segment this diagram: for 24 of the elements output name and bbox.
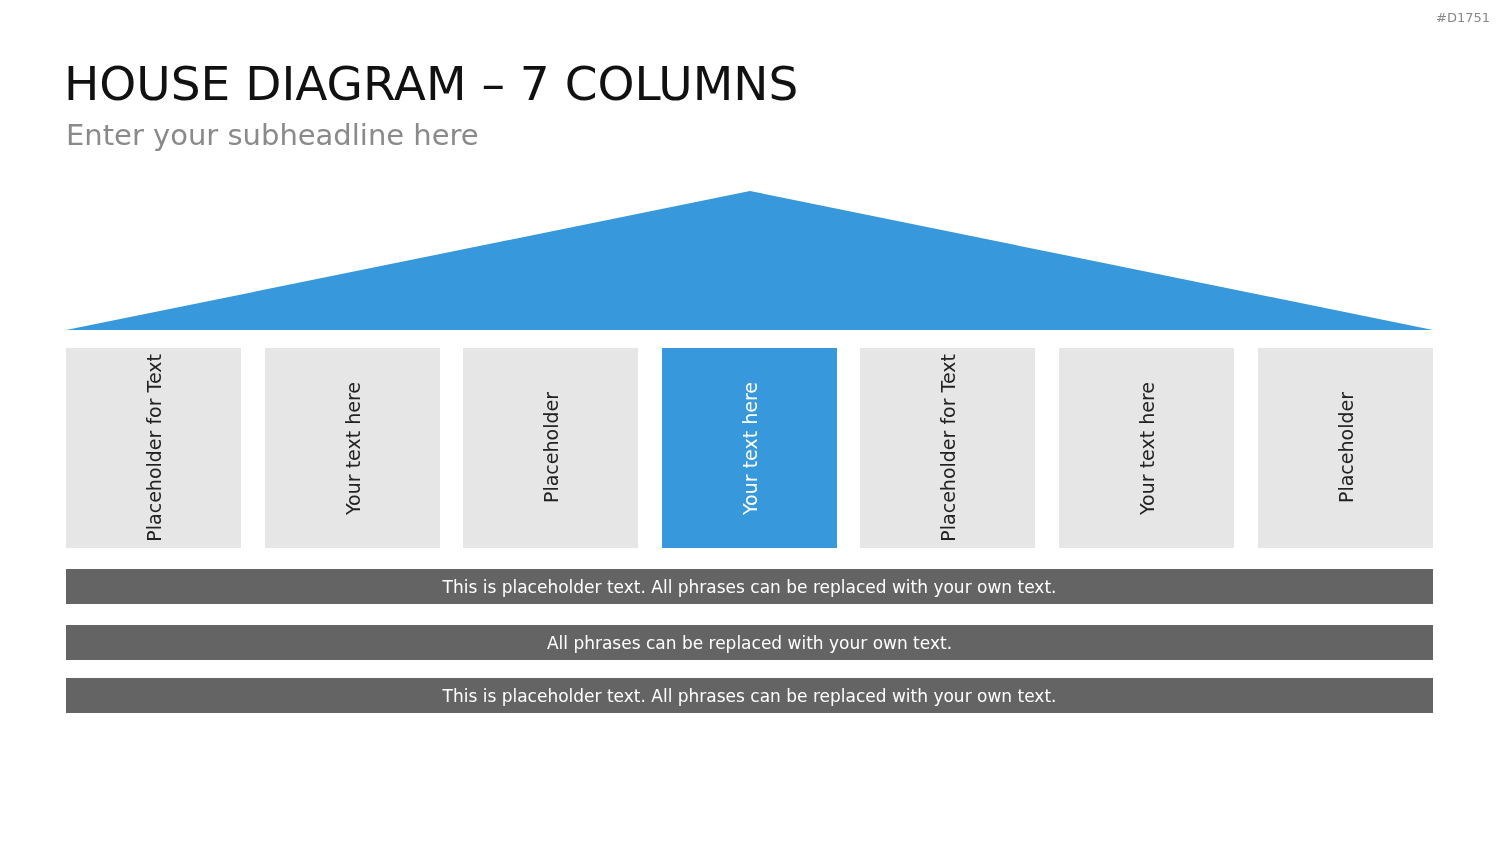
bar-text: This is placeholder text. All phrases can be replaced with your own text. [442, 685, 1057, 706]
column-box [1059, 348, 1234, 548]
roof-triangle [66, 191, 1433, 330]
text-bar [66, 678, 1433, 713]
column-box [66, 348, 241, 548]
column-label: Your text here [341, 381, 364, 515]
column-box [860, 348, 1035, 548]
bar-text: This is placeholder text. All phrases can be replaced with your own text. [442, 576, 1057, 597]
column-label: Placeholder [1334, 392, 1357, 504]
column-label: Your text here [738, 381, 761, 515]
column-label: Your text here [1135, 381, 1158, 515]
column-label: Placeholder for Text [142, 354, 165, 542]
column-box [662, 348, 837, 548]
slide-title: HOUSE DIAGRAM – 7 COLUMNS [64, 56, 799, 111]
column-box [265, 348, 440, 548]
column-label: Placeholder for Text [936, 354, 959, 542]
column-label: Placeholder [539, 392, 562, 504]
column-box [1258, 348, 1433, 548]
slide-code: #D1751 [1435, 10, 1490, 25]
bar-text: All phrases can be replaced with your own text. [546, 632, 953, 653]
text-bar [66, 569, 1433, 604]
text-bar [66, 625, 1433, 660]
subheadline: Enter your subheadline here [66, 118, 480, 152]
column-box [463, 348, 638, 548]
